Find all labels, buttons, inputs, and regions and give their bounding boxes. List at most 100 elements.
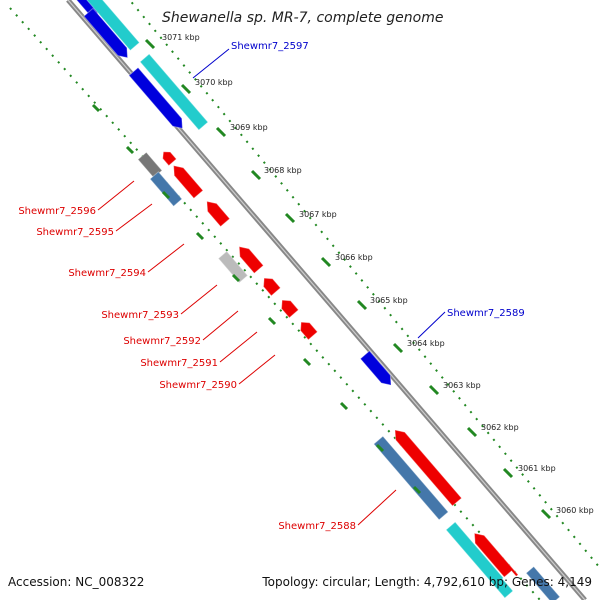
- scale-minor-tick-mark: [195, 231, 205, 241]
- gene-feature-shewmr7-2588-cds-highlight: [394, 429, 463, 507]
- gene-feature-shewmr7-2591-shape: [263, 278, 281, 296]
- scale-tick-label: 3069 kbp: [230, 123, 268, 132]
- leader-shewmr7-2591: [219, 331, 258, 363]
- scale-tick-mark: [180, 83, 192, 95]
- gene-label-shewmr7-2593[interactable]: Shewmr7_2593: [101, 310, 179, 321]
- scale-tick-mark: [284, 212, 296, 224]
- scale-tick-label: 3061 kbp: [518, 464, 556, 473]
- gene-feature-shewmr7-2593[interactable]: [217, 250, 249, 284]
- gene-label-shewmr7-2591[interactable]: Shewmr7_2591: [140, 358, 218, 369]
- leader-shewmr7-2590: [238, 354, 276, 385]
- gene-feature-shewmr7-2588-cds-shape: [394, 430, 462, 506]
- leader-shewmr7-2596: [97, 180, 135, 211]
- cds-forward-shape: [83, 8, 128, 58]
- gene-feature-shewmr7-2590[interactable]: [278, 296, 300, 319]
- gene-feature-shewmr7-2589-highlight: [359, 350, 392, 386]
- scale-tick-mark: [144, 38, 156, 50]
- scale-minor-tick-mark: [412, 485, 422, 495]
- scale-tick-mark: [466, 426, 478, 438]
- gene-feature[interactable]: [297, 318, 319, 341]
- scale-tick-mark: [250, 169, 262, 181]
- scale-tick-mark: [428, 384, 440, 396]
- cds-forward-shape: [128, 67, 183, 129]
- rna-feature-shape: [140, 53, 208, 131]
- rna-feature[interactable]: [139, 53, 209, 131]
- scale-tick-label: 3063 kbp: [443, 381, 481, 390]
- genome-summary-text: Topology: circular; Length: 4,792,610 bp…: [261, 575, 592, 589]
- scale-minor-tick-mark: [339, 401, 349, 411]
- leader-shewmr7-2592: [202, 310, 239, 341]
- feature-track: [72, 0, 561, 600]
- gene-feature-shewmr7-2592[interactable]: [235, 243, 265, 274]
- gene-label-shewmr7-2597[interactable]: Shewmr7_2597: [231, 41, 309, 52]
- gene-label-shewmr7-2592[interactable]: Shewmr7_2592: [123, 336, 201, 347]
- leader-shewmr7-2589: [417, 311, 446, 339]
- gene-feature-shewmr7-2596-shape: [138, 152, 162, 178]
- scale-minor-tick-mark: [91, 103, 101, 113]
- gene-feature-shewmr7-2591[interactable]: [260, 274, 282, 297]
- gene-label-shewmr7-2595[interactable]: Shewmr7_2595: [36, 227, 114, 238]
- gene-feature-shewmr7-2590-shape: [281, 300, 299, 318]
- gene-feature-shewmr7-2588-cds[interactable]: [390, 426, 463, 507]
- rna-feature[interactable]: [445, 521, 515, 599]
- rna-feature-highlight: [139, 53, 209, 131]
- rna-feature-shape: [84, 0, 140, 51]
- gene-feature-shewmr7-2590-highlight: [280, 299, 300, 319]
- gene-feature-shewmr7-2596-cds-highlight: [173, 164, 204, 200]
- leader-shewmr7-2595: [115, 203, 153, 232]
- scale-minor-tick-mark: [161, 190, 171, 200]
- gene-feature-shewmr7-2589[interactable]: [359, 350, 395, 389]
- gene-feature-shewmr7-2592-shape: [239, 246, 264, 274]
- gene-feature-shewmr7-2595[interactable]: [149, 171, 183, 207]
- gene-label-shewmr7-2596[interactable]: Shewmr7_2596: [18, 206, 96, 217]
- scale-tick-mark: [320, 256, 332, 268]
- scale-tick-label: 3067 kbp: [299, 210, 337, 219]
- leader-shewmr7-2597: [192, 48, 230, 79]
- gene-feature-shewmr7-2594[interactable]: [202, 197, 231, 228]
- leader-shewmr7-2594: [147, 243, 185, 273]
- scale-minor-tick-mark: [302, 357, 312, 367]
- scale-tick-label: 3071 kbp: [162, 33, 200, 42]
- gene-label-shewmr7-2590[interactable]: Shewmr7_2590: [159, 380, 237, 391]
- scale-tick-label: 3065 kbp: [370, 296, 408, 305]
- gene-feature-shewmr7-2588[interactable]: [373, 435, 449, 521]
- scale-tick-label: 3062 kbp: [481, 423, 519, 432]
- gene-feature-shewmr7-2595-shape: [150, 171, 182, 207]
- gene-label-shewmr7-2594[interactable]: Shewmr7_2594: [68, 268, 146, 279]
- gene-label-shewmr7-2589[interactable]: Shewmr7_2589: [447, 308, 525, 319]
- gene-feature-shape: [526, 566, 560, 600]
- cds-forward-highlight: [83, 7, 129, 59]
- gene-label-shewmr7-2588[interactable]: Shewmr7_2588: [278, 521, 356, 532]
- rna-feature-highlight: [83, 0, 141, 52]
- gene-feature-shape: [300, 322, 318, 340]
- gene-feature-shewmr7-2596-cds[interactable]: [169, 162, 204, 200]
- gene-feature[interactable]: [160, 148, 178, 167]
- scale-tick-label: 3070 kbp: [195, 78, 233, 87]
- scale-tick-mark: [502, 467, 514, 479]
- scale-tick-label: 3064 kbp: [407, 339, 445, 348]
- gene-feature-shewmr7-2594-shape: [206, 201, 230, 227]
- leader-shewmr7-2588: [357, 489, 397, 526]
- gene-feature-shape: [474, 533, 519, 583]
- cds-forward[interactable]: [83, 7, 132, 61]
- gene-feature-highlight: [162, 151, 178, 167]
- inner-scale-line: [9, 7, 541, 600]
- label-leader-group: [97, 48, 446, 526]
- gene-feature-shewmr7-2596-cds-shape: [173, 165, 203, 199]
- scale-minor-tick-mark: [231, 273, 241, 283]
- page-title: Shewanella sp. MR-7, complete genome: [162, 10, 443, 26]
- gene-feature[interactable]: [525, 565, 561, 600]
- scale-tick-mark: [215, 126, 227, 138]
- cds-forward[interactable]: [128, 66, 187, 133]
- leader-shewmr7-2593: [180, 284, 218, 315]
- scale-tick-mark: [392, 342, 404, 354]
- scale-minor-tick-mark: [267, 316, 277, 326]
- rna-feature[interactable]: [83, 0, 141, 52]
- gene-feature-shewmr7-2588-shape: [373, 436, 449, 520]
- gene-feature-highlight: [501, 570, 539, 600]
- rna-feature-highlight: [445, 521, 515, 599]
- scale-tick-mark: [540, 508, 552, 520]
- scale-tick-group: [91, 38, 552, 520]
